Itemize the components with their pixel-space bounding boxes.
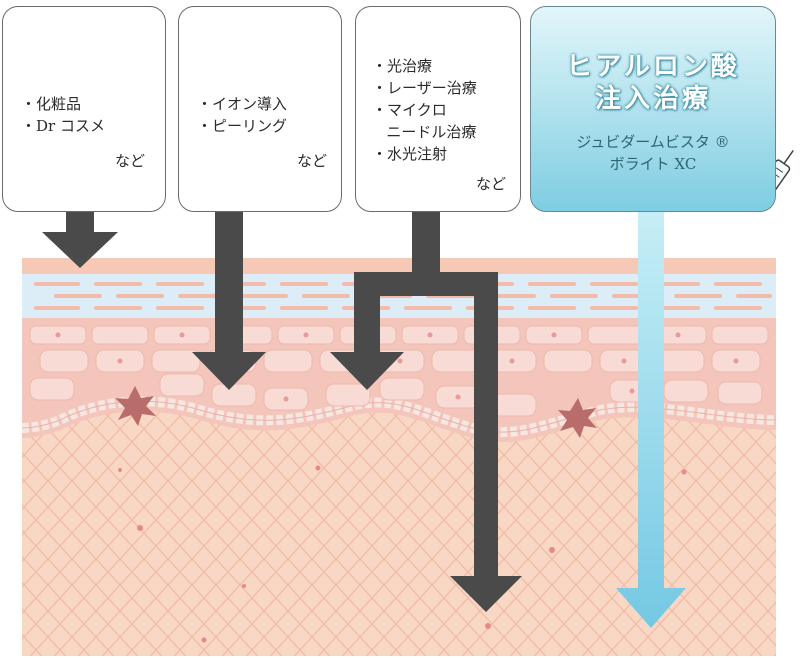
arrow-laser — [330, 212, 522, 612]
etc-label: など — [114, 152, 145, 170]
list-item: ・光治療 — [372, 57, 433, 75]
product-line: ジュビダームビスタ ® — [576, 133, 730, 151]
treatment-box-laser: ・光治療 ・レーザー治療 ・マイクロ ニードル治療 ・水光注射 など — [355, 6, 521, 212]
list-item: ・Dr コスメ — [21, 117, 105, 135]
dermis-dots — [118, 465, 687, 643]
treatment-box-hyaluronic: ヒアルロン酸 注入治療 ジュビダームビスタ ® ボライト XC — [530, 6, 776, 212]
etc-label: など — [296, 152, 327, 170]
melanocyte-left — [115, 386, 156, 426]
list-item: ・イオン導入 — [197, 95, 288, 113]
list-item: ニードル治療 — [386, 123, 477, 141]
arrow-cosmetics — [42, 212, 118, 268]
highlight-title: ヒアルロン酸 注入治療 — [531, 51, 775, 115]
treatment-list: ・化粧品 ・Dr コスメ — [21, 93, 105, 137]
penetration-arrows — [42, 212, 522, 612]
cell-nuclei — [55, 332, 739, 402]
treatment-box-ion: ・イオン導入 ・ピーリング など — [178, 6, 342, 212]
arrow-ion — [192, 212, 266, 390]
epidermis-cells — [29, 325, 769, 417]
list-item: ・水光注射 — [372, 145, 448, 163]
product-line: ボライト XC — [609, 155, 697, 173]
list-item: ・マイクロ — [372, 101, 447, 119]
title-line: 注入治療 — [594, 84, 711, 114]
treatment-list: ・イオン導入 ・ピーリング — [197, 93, 287, 137]
surface-layer — [22, 258, 776, 274]
melanocyte-right — [558, 398, 597, 438]
arrow-hyaluronic — [616, 212, 686, 628]
treatment-box-cosmetics: ・化粧品 ・Dr コスメ など — [2, 6, 166, 212]
list-item: ・ピーリング — [197, 117, 288, 135]
treatment-list: ・光治療 ・レーザー治療 ・マイクロ ニードル治療 ・水光注射 — [372, 55, 477, 165]
product-name: ジュビダームビスタ ® ボライト XC — [531, 131, 775, 175]
list-item: ・レーザー治療 — [372, 79, 477, 97]
list-item: ・化粧品 — [21, 95, 82, 113]
title-line: ヒアルロン酸 — [566, 52, 740, 82]
etc-label: など — [475, 175, 506, 193]
